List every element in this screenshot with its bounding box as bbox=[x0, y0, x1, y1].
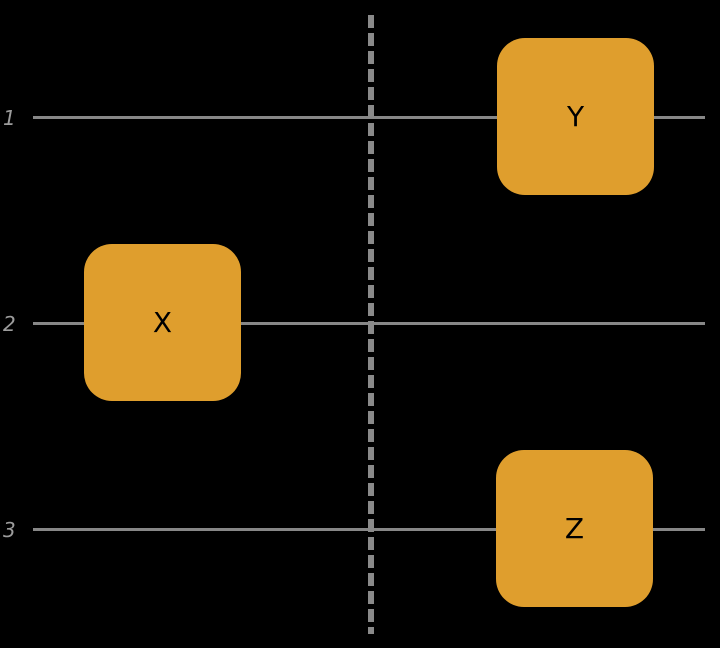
qubit-wire-label-3: 3 bbox=[3, 518, 16, 542]
gate-y-label: Y bbox=[566, 99, 585, 133]
gate-z: Z bbox=[496, 450, 653, 607]
qubit-wire-label-2: 2 bbox=[3, 312, 16, 336]
qubit-wire-label-1: 1 bbox=[3, 106, 16, 130]
gate-z-label: Z bbox=[564, 511, 585, 545]
gate-x: X bbox=[84, 244, 241, 401]
barrier-dashed-line bbox=[368, 15, 374, 634]
gate-y: Y bbox=[497, 38, 654, 195]
gate-x-label: X bbox=[152, 305, 173, 339]
